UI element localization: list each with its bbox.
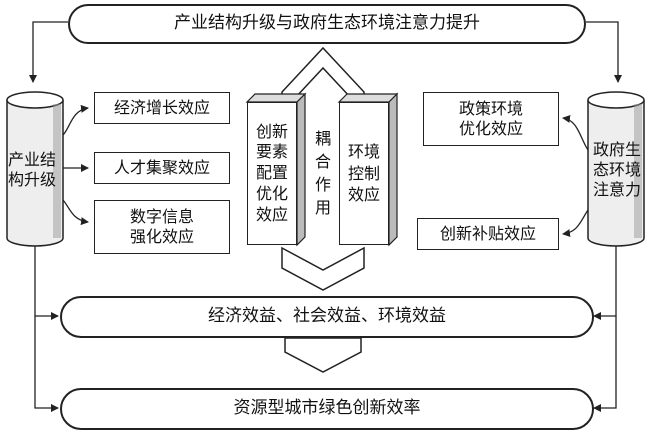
arrow-right-effect-1 xyxy=(562,114,589,151)
digital-information-effect-label: 数字信息 强化效应 xyxy=(94,200,230,254)
left-block-depth-side xyxy=(296,92,306,247)
economic-growth-effect-box xyxy=(94,92,230,124)
lower-chevron xyxy=(281,246,365,291)
innovation-subsidy-effect-label: 创新补贴效应 xyxy=(439,224,536,243)
left-cylinder-line-2: 构升级 xyxy=(7,170,56,189)
right-cylinder-line-1: 政府生 xyxy=(592,140,641,159)
coupling-char-1: 耦 xyxy=(314,128,331,148)
innovation-line-2: 要素 xyxy=(255,142,288,162)
environment-control-block xyxy=(339,102,389,245)
funnel-arrow xyxy=(284,337,362,373)
left-cylinder xyxy=(6,91,64,247)
left-cylinder-line-1: 产业结 xyxy=(7,150,56,169)
bottom-banner xyxy=(60,388,594,430)
arrow-left-effect-1 xyxy=(62,104,89,136)
digital-information-line-1: 数字信息 xyxy=(129,207,194,226)
right-block-depth xyxy=(337,93,399,103)
right-cylinder-line-3: 注意力 xyxy=(592,180,641,199)
economic-growth-effect-label: 经济增长效应 xyxy=(113,98,210,117)
coupling-label: 耦 合 作 用 xyxy=(308,118,338,228)
arrow-right-to-bottom xyxy=(593,316,617,412)
right-cylinder-label: 政府生 态环境 注意力 xyxy=(586,128,648,212)
innovation-allocation-block xyxy=(247,102,297,245)
policy-environment-effect-label: 政策环境 优化效应 xyxy=(423,92,559,146)
environment-control-label: 环境 控制 效应 xyxy=(339,102,389,245)
coupling-char-2: 合 xyxy=(314,151,331,171)
left-cylinder-label: 产业结 构升级 xyxy=(2,140,62,200)
env-control-line-2: 控制 xyxy=(347,163,380,183)
innovation-line-4: 优化 xyxy=(255,183,288,203)
arrow-left-to-bottom xyxy=(34,316,59,412)
right-cylinder xyxy=(587,91,645,247)
arrow-left-to-benefits xyxy=(34,246,59,320)
arrow-left-effect-3 xyxy=(62,199,89,226)
digital-information-effect-box xyxy=(94,200,230,254)
innovation-line-3: 配置 xyxy=(255,163,288,183)
env-control-line-1: 环境 xyxy=(347,142,380,162)
benefits-banner xyxy=(60,296,594,338)
innovation-subsidy-effect-box xyxy=(417,218,559,250)
policy-environment-line-2: 优化效应 xyxy=(458,119,523,138)
left-block-depth xyxy=(245,93,307,103)
innovation-line-5: 效应 xyxy=(255,204,288,224)
env-control-line-3: 效应 xyxy=(347,185,380,205)
right-block-depth-side xyxy=(388,92,398,247)
coupling-char-3: 作 xyxy=(314,175,331,194)
digital-information-line-2: 强化效应 xyxy=(129,227,194,246)
right-cylinder-line-2: 态环境 xyxy=(592,160,641,179)
arrow-top-to-right xyxy=(586,21,622,83)
talent-agglomeration-effect-label: 人才集聚效应 xyxy=(113,158,210,177)
arrow-right-to-benefits xyxy=(593,246,617,320)
talent-agglomeration-effect-box xyxy=(94,152,230,184)
bottom-banner-label: 资源型城市绿色创新效率 xyxy=(233,398,421,419)
policy-environment-line-1: 政策环境 xyxy=(458,99,523,118)
arrow-right-effect-2 xyxy=(562,209,589,238)
innovation-allocation-label: 创新 要素 配置 优化 效应 xyxy=(247,102,297,245)
innovation-line-1: 创新 xyxy=(255,121,288,141)
top-banner xyxy=(68,4,586,44)
coupling-char-4: 用 xyxy=(314,198,331,218)
benefits-banner-label: 经济效益、社会效益、环境效益 xyxy=(208,306,446,327)
arrow-top-to-left xyxy=(29,21,68,83)
policy-environment-effect-box xyxy=(423,92,559,146)
top-banner-label: 产业结构升级与政府生态环境注意力提升 xyxy=(174,13,480,34)
